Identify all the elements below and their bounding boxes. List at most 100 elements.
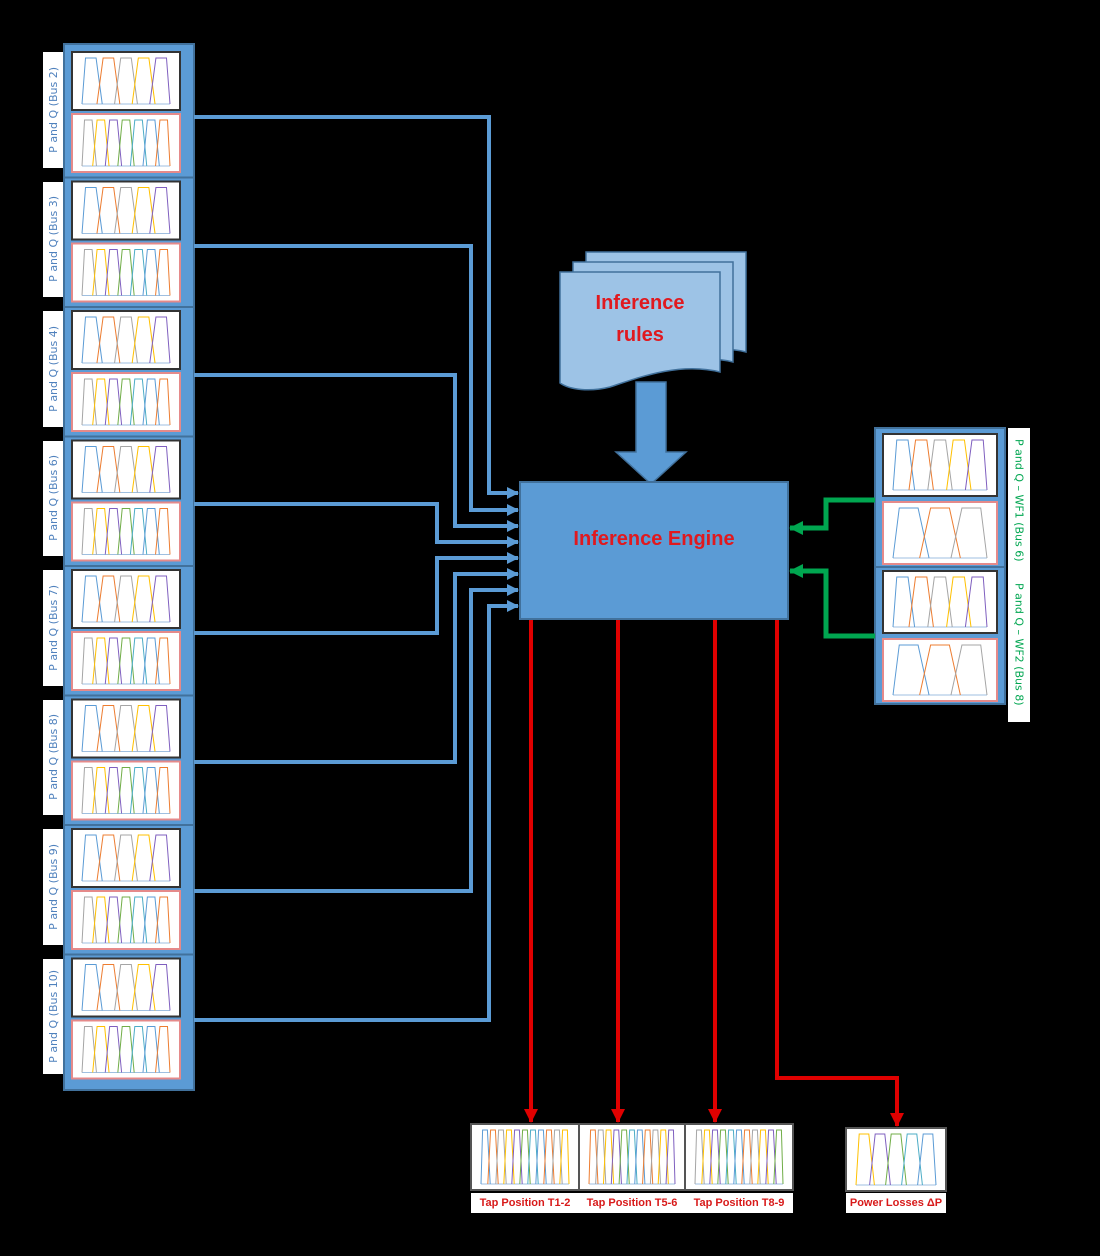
- mf-curve: [81, 378, 97, 426]
- mf-curve: [81, 575, 103, 623]
- mf-curve: [155, 896, 171, 944]
- mf-plot-frame: [882, 433, 998, 497]
- output-label: Tap Position T1-2: [471, 1193, 579, 1213]
- mf-curve: [869, 1133, 891, 1186]
- rules-label: Inference rules: [570, 287, 710, 351]
- mf-curve: [129, 767, 148, 814]
- rules-label-line1: Inference: [595, 292, 685, 314]
- mf-plot-q: [71, 631, 181, 691]
- mf-curve: [908, 439, 934, 491]
- input-label-text: P and Q (Bus 8): [46, 714, 60, 801]
- mf-plot-q: [71, 501, 181, 562]
- mf-curve: [149, 575, 171, 623]
- wind-farm-label: P and Q – WF1 (Bus 6): [1008, 428, 1030, 573]
- mf-curve: [81, 705, 103, 752]
- input-label-text: P and Q (Bus 7): [46, 584, 60, 671]
- input-connector: [194, 502, 519, 548]
- mf-curve: [117, 896, 135, 944]
- input-label-text: P and Q (Bus 9): [46, 843, 60, 930]
- mf-plot-frame: [71, 1019, 181, 1080]
- mf-curve: [149, 446, 171, 493]
- mf-plot-q: [71, 1019, 181, 1080]
- mf-plot-wf2-q: [882, 638, 998, 702]
- mf-curve: [950, 644, 988, 696]
- mf-plot-frame: [71, 957, 181, 1018]
- mf-curve: [142, 378, 160, 426]
- mf-curve: [92, 637, 110, 685]
- inference-engine-block: [519, 481, 789, 620]
- mf-plot-frame: [71, 242, 181, 303]
- mf-plot-frame: [578, 1123, 686, 1191]
- mf-curve: [964, 576, 988, 628]
- mf-curve: [114, 187, 138, 234]
- mf-curve: [917, 1133, 937, 1186]
- mf-plot-frame: [71, 828, 181, 888]
- input-connector: [194, 373, 519, 532]
- mf-curve: [149, 187, 171, 234]
- mf-plot-p: [71, 51, 181, 111]
- mf-curve: [927, 576, 953, 628]
- mf-curve: [96, 834, 121, 882]
- mf-plot-frame: [71, 698, 181, 759]
- mf-plot-q: [71, 890, 181, 950]
- mf-plot-frame: [71, 890, 181, 950]
- mf-curve: [104, 508, 123, 555]
- mf-curve: [964, 439, 988, 491]
- mf-curve: [946, 439, 972, 491]
- input-label-bus: P and Q (Bus 3): [43, 181, 63, 297]
- mf-curve: [131, 316, 156, 364]
- mf-curve: [131, 446, 156, 493]
- mf-curve: [155, 637, 171, 685]
- mf-plot-frame: [71, 439, 181, 500]
- mf-curve: [104, 1026, 123, 1073]
- wind-farm-label-text: P and Q – WF2 (Bus 8): [1012, 583, 1026, 706]
- mf-plot-wf1-p: [882, 433, 998, 497]
- mf-curve: [114, 575, 138, 623]
- mf-curve: [892, 507, 930, 559]
- mf-curve: [117, 249, 135, 296]
- mf-curve: [885, 1133, 907, 1186]
- mf-curve: [81, 964, 103, 1011]
- mf-curve: [155, 249, 171, 296]
- wind-farm-label-text: P and Q – WF1 (Bus 6): [1012, 439, 1026, 562]
- mf-curve: [104, 378, 123, 426]
- input-connector: [194, 552, 519, 635]
- mf-curve: [155, 508, 171, 555]
- mf-curve: [950, 507, 988, 559]
- mf-curve: [117, 119, 135, 167]
- mf-plot-p: [71, 439, 181, 500]
- mf-curve: [142, 637, 160, 685]
- mf-plot-frame: [845, 1127, 947, 1192]
- mf-curve: [131, 705, 156, 752]
- mf-curve: [114, 964, 138, 1011]
- output-connector: [775, 620, 904, 1127]
- rules-down-arrow: [614, 381, 688, 486]
- mf-plot-output: [578, 1123, 686, 1191]
- mf-curve: [773, 1129, 784, 1185]
- mf-curve: [155, 119, 171, 167]
- mf-plot-q: [71, 760, 181, 821]
- mf-curve: [96, 964, 121, 1011]
- mf-curve: [96, 575, 121, 623]
- mf-curve: [149, 57, 171, 105]
- mf-curve: [81, 896, 97, 944]
- mf-curve: [81, 834, 103, 882]
- mf-curve: [92, 508, 110, 555]
- input-label-bus: P and Q (Bus 7): [43, 570, 63, 686]
- mf-curve: [81, 508, 97, 555]
- input-label-bus: P and Q (Bus 4): [43, 311, 63, 427]
- output-label: Tap Position T5-6: [579, 1193, 685, 1213]
- mf-plot-frame: [71, 180, 181, 241]
- mf-curve: [142, 249, 160, 296]
- mf-curve: [81, 187, 103, 234]
- mf-curve: [96, 446, 121, 493]
- mf-curve: [117, 637, 135, 685]
- rules-label-line2: rules: [616, 324, 664, 346]
- mf-curve: [92, 119, 110, 167]
- rules-page: [559, 271, 721, 391]
- wind-farm-label: P and Q – WF2 (Bus 8): [1008, 567, 1030, 722]
- mf-plot-wf1-q: [882, 501, 998, 565]
- mf-curve: [131, 57, 156, 105]
- input-connector: [194, 600, 519, 1022]
